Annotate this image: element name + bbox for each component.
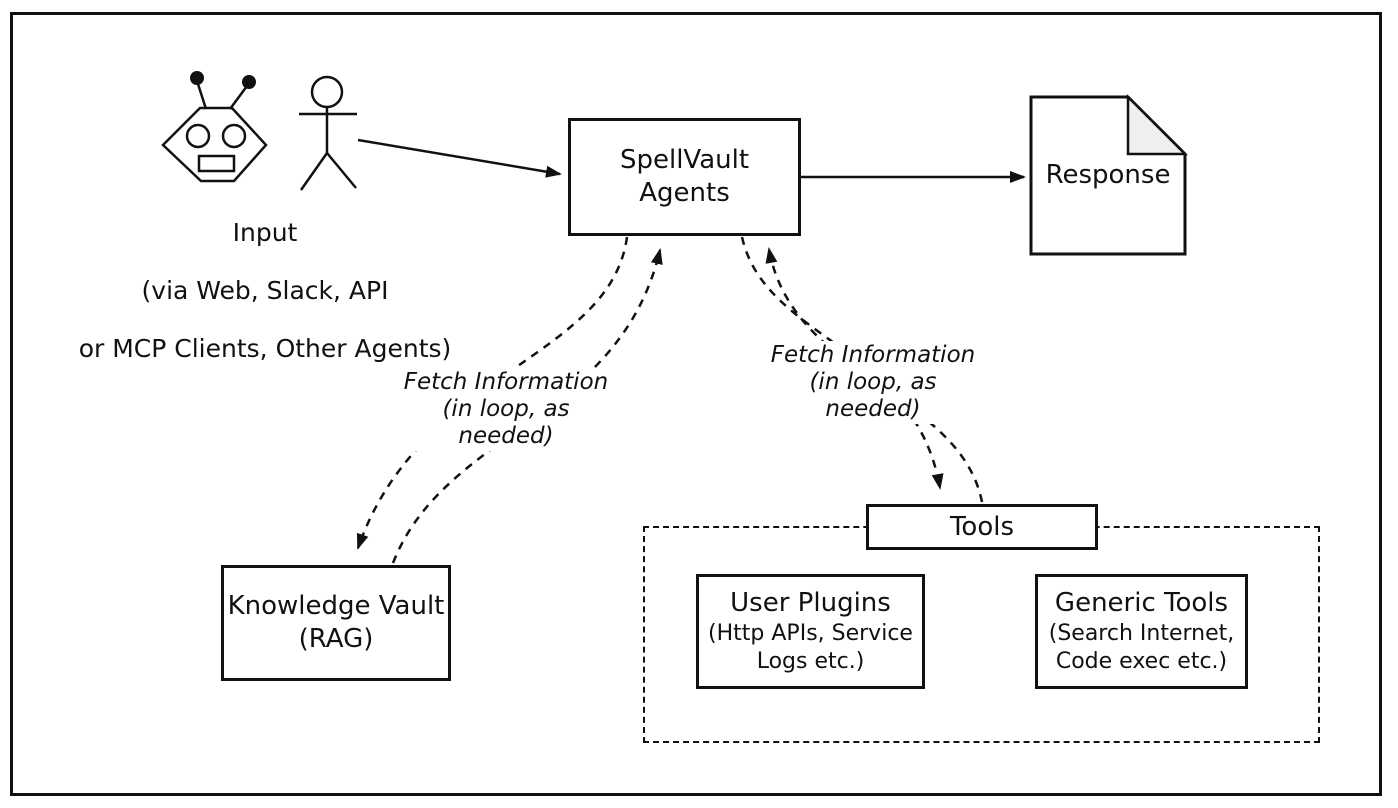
fetch-left-line1: Fetch Information [403, 369, 609, 395]
tools-node: Tools [866, 504, 1098, 550]
input-to-agents-arrow [357, 138, 562, 178]
user-plugins-label-line3: Logs etc.) [756, 649, 865, 674]
fetch-right-line2: (in loop, as needed) [809, 369, 937, 422]
fetch-arrow-from-tools [765, 247, 984, 503]
knowledge-vault-label-line2: (RAG) [298, 624, 374, 654]
response-label: Response [1045, 160, 1171, 190]
fetch-info-label-right: Fetch Information (in loop, as needed) [762, 341, 984, 424]
generic-tools-label-line2: (Search Internet, [1048, 621, 1235, 646]
generic-tools-label-line1: Generic Tools [1054, 588, 1229, 618]
fetch-left-line2: (in loop, as needed) [442, 396, 570, 449]
user-plugins-label-line1: User Plugins [730, 588, 891, 618]
fetch-info-label-left: Fetch Information (in loop, as needed) [395, 368, 617, 451]
fetch-right-line1: Fetch Information [770, 342, 976, 368]
input-subtitle-line1: (via Web, Slack, API [141, 276, 389, 305]
knowledge-vault-node: Knowledge Vault (RAG) [221, 565, 451, 681]
input-subtitle-line2: or MCP Clients, Other Agents) [78, 334, 452, 363]
user-plugins-label-line2: (Http APIs, Service [708, 621, 913, 646]
spellvault-agents-label-line1: SpellVault [619, 145, 750, 175]
spellvault-agents-label-line2: Agents [639, 178, 730, 208]
user-plugins-node: User Plugins (Http APIs, Service Logs et… [696, 574, 925, 689]
robot-icon [161, 71, 268, 183]
knowledge-vault-label-line1: Knowledge Vault [227, 591, 445, 621]
generic-tools-node: Generic Tools (Search Internet, Code exe… [1035, 574, 1248, 689]
input-caption: Input (via Web, Slack, API or MCP Client… [45, 189, 485, 392]
tools-label: Tools [949, 511, 1015, 542]
spellvault-agents-node: SpellVault Agents [568, 118, 801, 236]
input-title: Input [232, 218, 298, 247]
diagram-border [10, 12, 1382, 796]
document-icon [1029, 93, 1189, 256]
person-icon [299, 75, 357, 191]
generic-tools-label-line3: Code exec etc.) [1055, 649, 1228, 674]
